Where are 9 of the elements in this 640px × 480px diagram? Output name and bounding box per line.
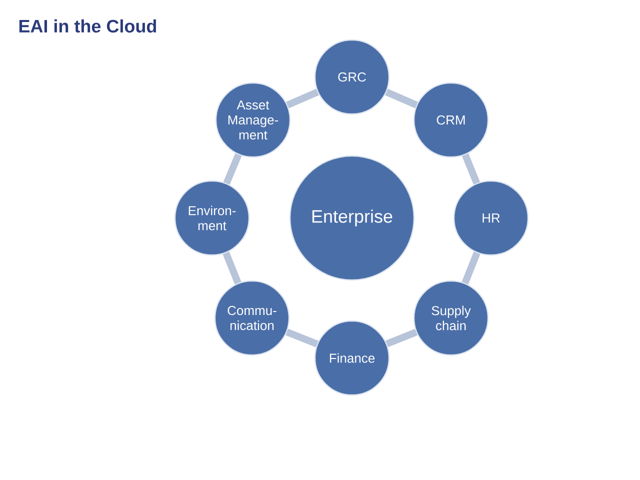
connector-bar <box>462 252 480 284</box>
connector-bar <box>222 252 242 284</box>
connector-bar <box>286 88 319 108</box>
title: EAI in the Cloud <box>19 19 156 33</box>
connector-bar <box>462 154 480 185</box>
connector-bar <box>223 153 242 185</box>
connector-bar <box>286 328 318 348</box>
connector-bar <box>385 88 418 108</box>
connector-bar <box>386 328 418 348</box>
